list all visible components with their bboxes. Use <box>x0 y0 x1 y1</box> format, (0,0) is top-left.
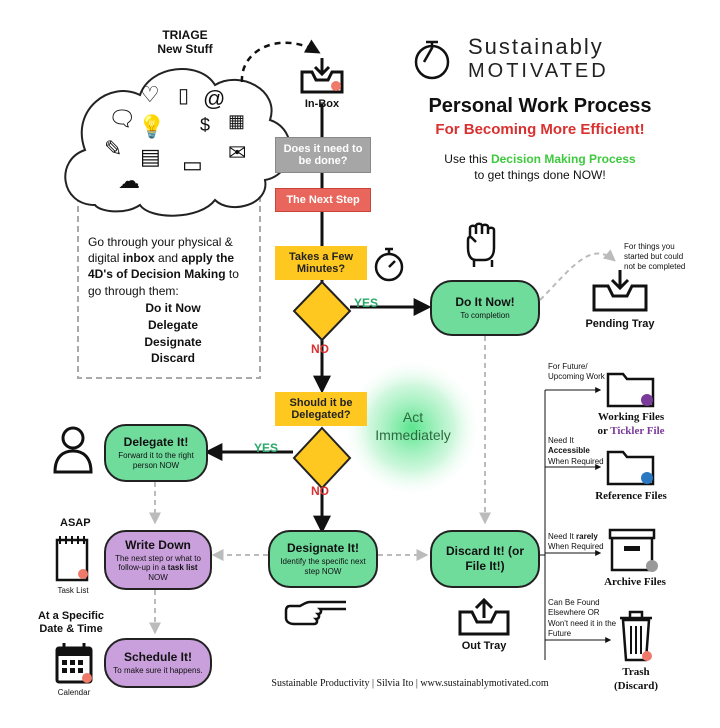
pending-note: For things you started but could not be … <box>624 242 686 271</box>
do-it-now-title: Do It Now! <box>455 295 515 310</box>
do-it-now-box: Do It Now! To completion <box>430 280 540 336</box>
should-delegate: Should it be Delegated? <box>275 392 367 426</box>
thought-icon: ☁ <box>118 168 140 193</box>
task-list-icon <box>55 536 89 582</box>
yes-label-1: YES <box>354 296 379 310</box>
reference-folder-icon <box>606 450 655 486</box>
page-title: Personal Work Process <box>428 95 652 117</box>
trash-icon <box>620 610 652 662</box>
archive-files-label: Archive Files <box>604 576 666 588</box>
page-subtitle: For Becoming More Efficient! <box>435 121 645 138</box>
pointing-hand-icon <box>284 600 346 626</box>
intro-text: Use this Decision Making Process to get … <box>444 152 636 183</box>
brand-logo: Sustainably MOTIVATED <box>412 34 682 84</box>
instructions: Go through your physical & digital inbox… <box>88 235 239 298</box>
schedule-sub: To make sure it happens. <box>113 666 203 676</box>
no-label-2: NO <box>311 484 329 498</box>
pending-tray-icon <box>590 268 650 314</box>
documents-icon: ▤ <box>140 144 161 169</box>
person-icon <box>53 426 93 474</box>
list-item: Do it Now <box>145 301 201 315</box>
brand-line2: MOTIVATED <box>468 60 609 82</box>
lightbulb-icon: 💡 <box>138 114 166 139</box>
task-list-caption: Task List <box>57 586 89 595</box>
designate-title: Designate It! <box>286 541 359 556</box>
working-files-label: Working Files or Tickler File <box>597 411 665 438</box>
do-it-now-sub: To completion <box>460 311 510 321</box>
receipt-icon: $ <box>200 115 211 135</box>
schedule-box: Schedule It! To make sure it happens. <box>104 638 212 688</box>
card-icon: ▭ <box>182 152 203 177</box>
designate-box: Designate It! Identify the specific next… <box>268 530 378 588</box>
trash-note: Can Be Found Elsewhere OR Won't need it … <box>548 598 617 639</box>
fist-icon <box>466 222 496 267</box>
reference-files-label: Reference Files <box>595 490 667 502</box>
discard-title: Discard It! (or File It!) <box>445 544 524 573</box>
need-step: Does it need to be done? <box>275 137 371 173</box>
email-icon: @ <box>203 86 226 111</box>
stopwatch-icon <box>374 247 404 282</box>
triage-icons: 🗨 ♡ ▯ @ 💡 $ ▦ ✎ ▤ ▭ ✉ ☁ <box>100 82 270 202</box>
trash-label: Trash (Discard) <box>614 666 658 692</box>
delegate-title: Delegate It! <box>123 435 189 450</box>
list-item: Designate <box>144 334 202 349</box>
four-ds-list: Do it Now Delegate Designate Discard <box>98 300 248 367</box>
list-item: Delegate <box>147 317 199 332</box>
delegate-sub: Forward it to the right person NOW <box>118 451 194 470</box>
inbox-icon <box>298 56 346 96</box>
discard-box: Discard It! (or File It!) <box>430 530 540 588</box>
act-immediately: Act Immediately <box>375 409 451 444</box>
pending-tray-label: Pending Tray <box>585 318 655 330</box>
phone-icon: ▯ <box>178 85 190 107</box>
working-folder-icon <box>606 372 655 408</box>
write-down-sub: The next step or what to follow-up in a … <box>115 553 201 582</box>
pencil-icon: ✎ <box>104 136 123 161</box>
delegate-box: Delegate It! Forward it to the right per… <box>104 424 208 482</box>
calendar-icon <box>55 643 93 684</box>
bicycle-icon <box>414 40 450 80</box>
no-label-1: NO <box>311 342 329 356</box>
triage-title: TRIAGE New Stuff <box>157 28 213 57</box>
brand-line1: Sustainably <box>468 34 604 59</box>
list-item: Discard <box>150 351 196 366</box>
asap-label: ASAP <box>60 517 91 529</box>
archive-box-icon <box>608 528 658 572</box>
reference-note: Need It Accessible When Required <box>548 436 604 466</box>
designate-sub: Identify the specific next step NOW <box>280 557 366 576</box>
write-down-box: Write Down The next step or what to foll… <box>104 530 212 590</box>
chat-icon: 🗨 <box>108 106 136 131</box>
write-down-title: Write Down <box>125 537 191 552</box>
working-note: For Future/ Upcoming Work <box>548 362 605 381</box>
yes-label-2: YES <box>254 441 279 455</box>
archive-note: Need It rarely When Required <box>548 532 604 552</box>
out-tray-label: Out Tray <box>461 640 507 652</box>
calendar-caption: Calendar <box>57 688 91 697</box>
schedule-title: Schedule It! <box>123 650 192 665</box>
out-tray-icon <box>456 596 512 638</box>
inbox-label: In-Box <box>304 98 340 110</box>
heart-card-icon: ♡ <box>140 82 160 107</box>
newspaper-icon: ▦ <box>228 111 246 131</box>
takes-few-minutes: Takes a Few Minutes? <box>275 246 367 280</box>
envelope-icon: ✉ <box>228 140 247 165</box>
next-step: The Next Step <box>275 188 371 212</box>
footer-credit: Sustainable Productivity | Silvia Ito | … <box>271 678 549 689</box>
specific-label: At a Specific Date & Time <box>37 610 105 636</box>
